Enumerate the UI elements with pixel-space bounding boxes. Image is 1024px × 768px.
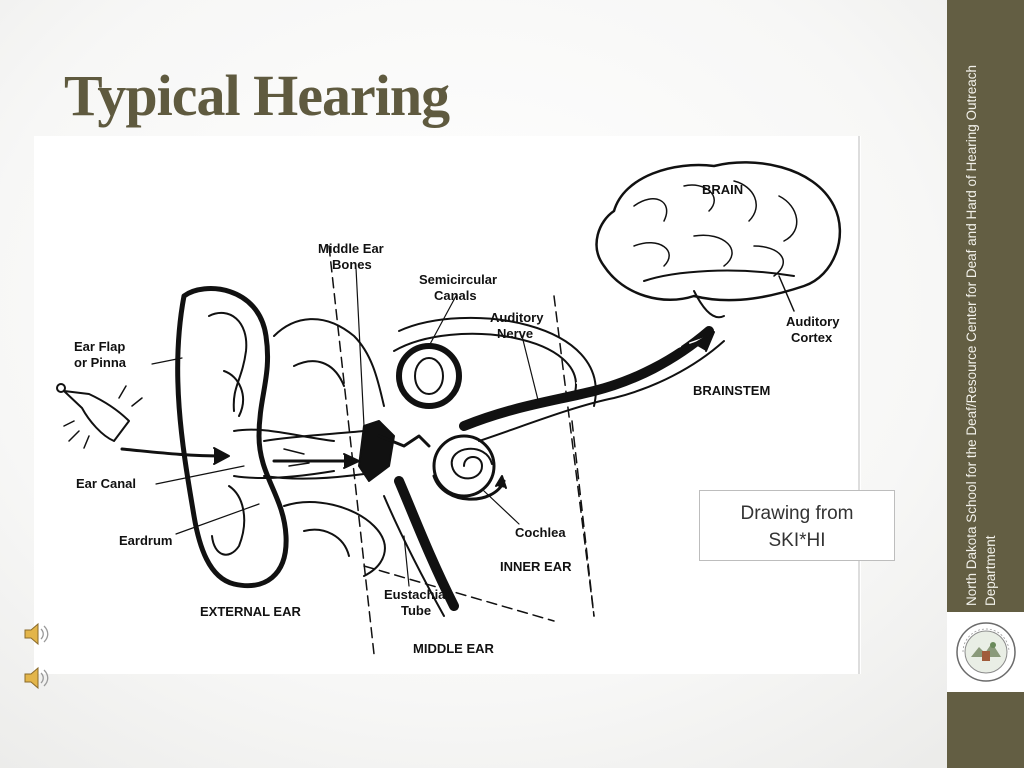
label-auditory-nerve-2: Nerve [497,326,533,341]
label-auditory-nerve-1: Auditory [490,310,544,325]
label-auditory-cortex-1: Auditory [786,314,840,329]
label-brain: BRAIN [702,182,743,197]
credit-line-2: SKI*HI [768,530,826,551]
auditory-nerve [459,326,714,431]
label-eardrum: Eardrum [119,533,172,548]
speaker-icon[interactable] [22,664,54,692]
ear-anatomy-diagram: BRAIN Middle Ear Bones Semicircular Cana… [34,136,861,674]
speaker-icon[interactable] [22,620,54,648]
label-inner-ear: INNER EAR [500,559,572,574]
label-semicircular-1: Semicircular [419,272,497,287]
label-middle-ear-bones-1: Middle Ear [318,241,384,256]
image-credit: Drawing from SKI*HI [699,490,895,561]
label-brainstem: BRAINSTEM [693,383,770,398]
label-external-ear: EXTERNAL EAR [200,604,301,619]
label-auditory-cortex-2: Cortex [791,330,833,345]
label-eustachian-1: Eustachian [384,587,453,602]
bell-icon [63,390,130,442]
credit-line-1: Drawing from [740,503,854,524]
label-semicircular-2: Canals [434,288,477,303]
organization-name: North Dakota School for the Deaf/Resourc… [964,64,998,606]
slide-title: Typical Hearing [64,63,450,128]
school-seal-icon [947,612,1024,692]
label-ear-flap-2: or Pinna [74,355,127,370]
label-ear-canal: Ear Canal [76,476,136,491]
cochlea-shape [432,434,496,498]
label-middle-ear-bones-2: Bones [332,257,372,272]
label-eustachian-2: Tube [401,603,431,618]
brain-outline [595,161,842,302]
pinna-outline [175,286,289,589]
semicircular-canals [396,343,462,409]
label-ear-flap-1: Ear Flap [74,339,125,354]
middle-ear-bones [358,420,395,482]
label-middle-ear: MIDDLE EAR [413,641,495,656]
label-cochlea: Cochlea [515,525,566,540]
